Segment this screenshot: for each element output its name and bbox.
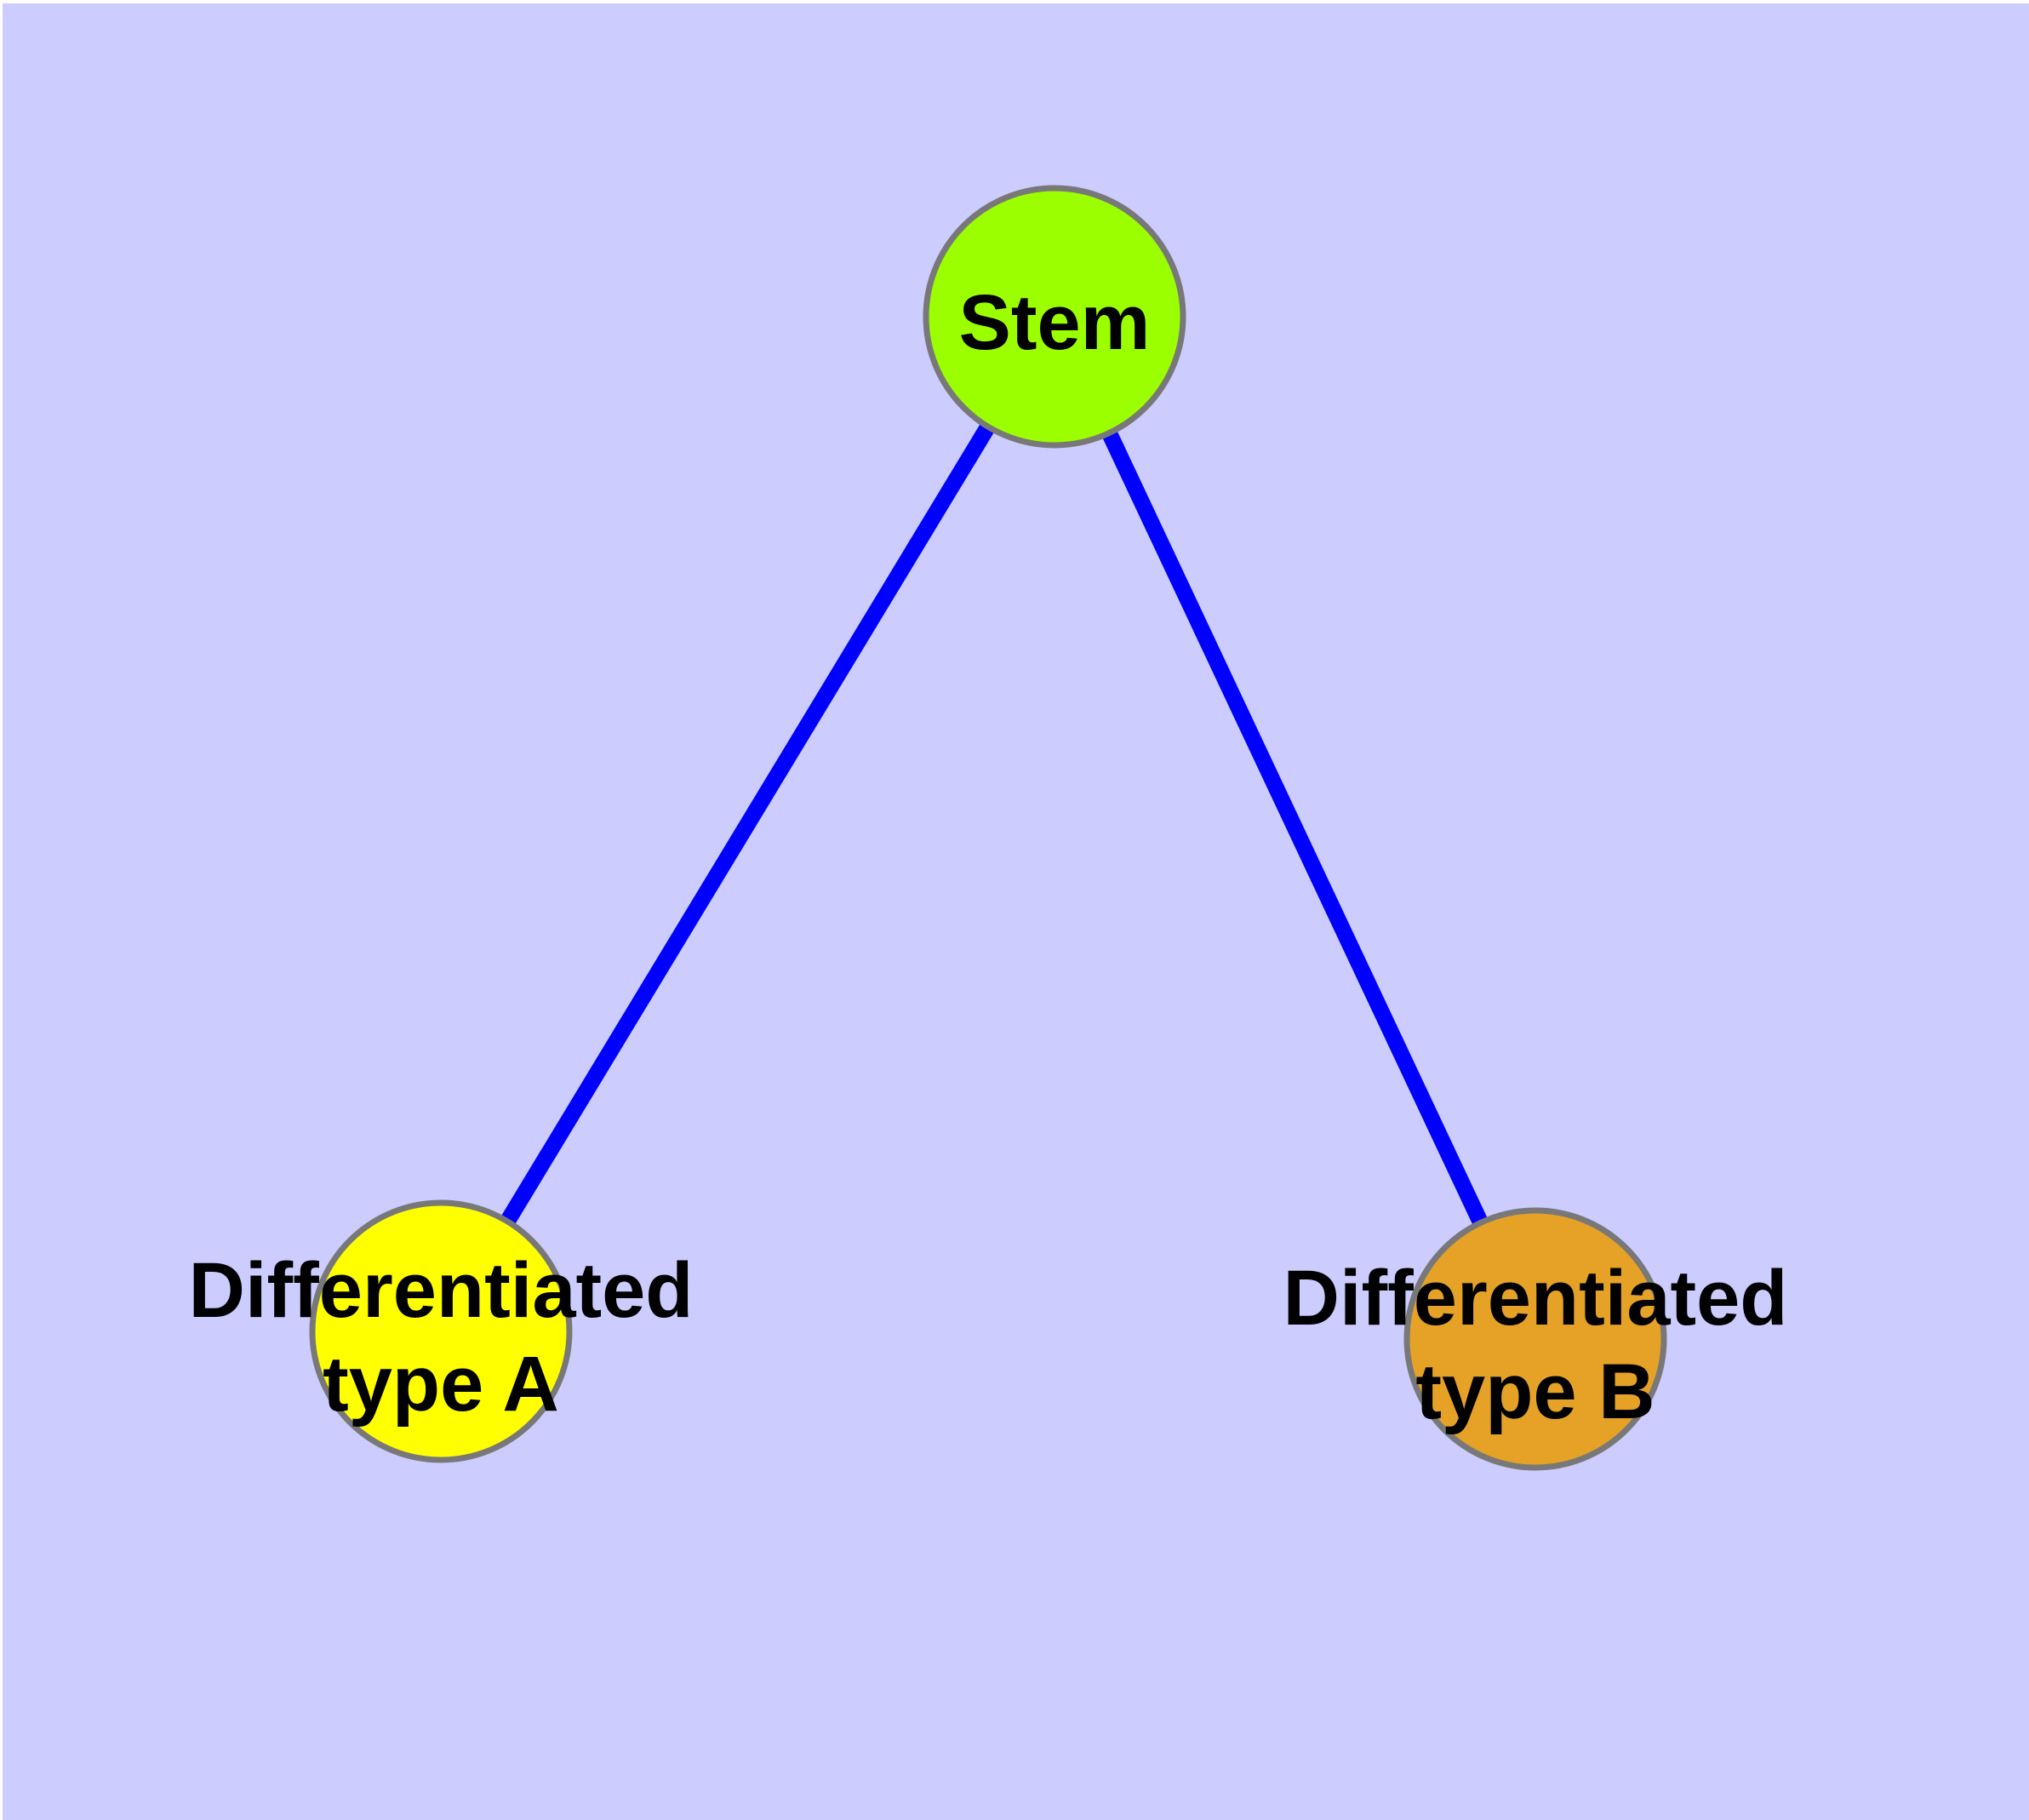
edge-group xyxy=(433,312,1543,1343)
node-stem: Stem xyxy=(923,185,1186,449)
edge-stem-to-type-a xyxy=(433,312,1062,1336)
node-differentiated-type-b-circle xyxy=(1403,1207,1667,1471)
node-differentiated-type-b-label-line1: Differentiated xyxy=(1283,1255,1788,1342)
node-differentiated-type-a-label-line1: Differentiated xyxy=(189,1247,694,1334)
node-differentiated-type-a: Differentiated type A xyxy=(189,1199,694,1463)
node-differentiated-type-a-circle xyxy=(309,1199,573,1463)
edge-stem-to-type-b xyxy=(1047,312,1543,1343)
node-stem-label: Stem xyxy=(959,279,1151,366)
node-differentiated-type-b: Differentiated type B xyxy=(1283,1207,1788,1471)
node-stem-circle xyxy=(923,185,1186,449)
node-differentiated-type-a-label-line2: type A xyxy=(323,1341,559,1428)
node-differentiated-type-b-label-line2: type B xyxy=(1415,1348,1655,1435)
